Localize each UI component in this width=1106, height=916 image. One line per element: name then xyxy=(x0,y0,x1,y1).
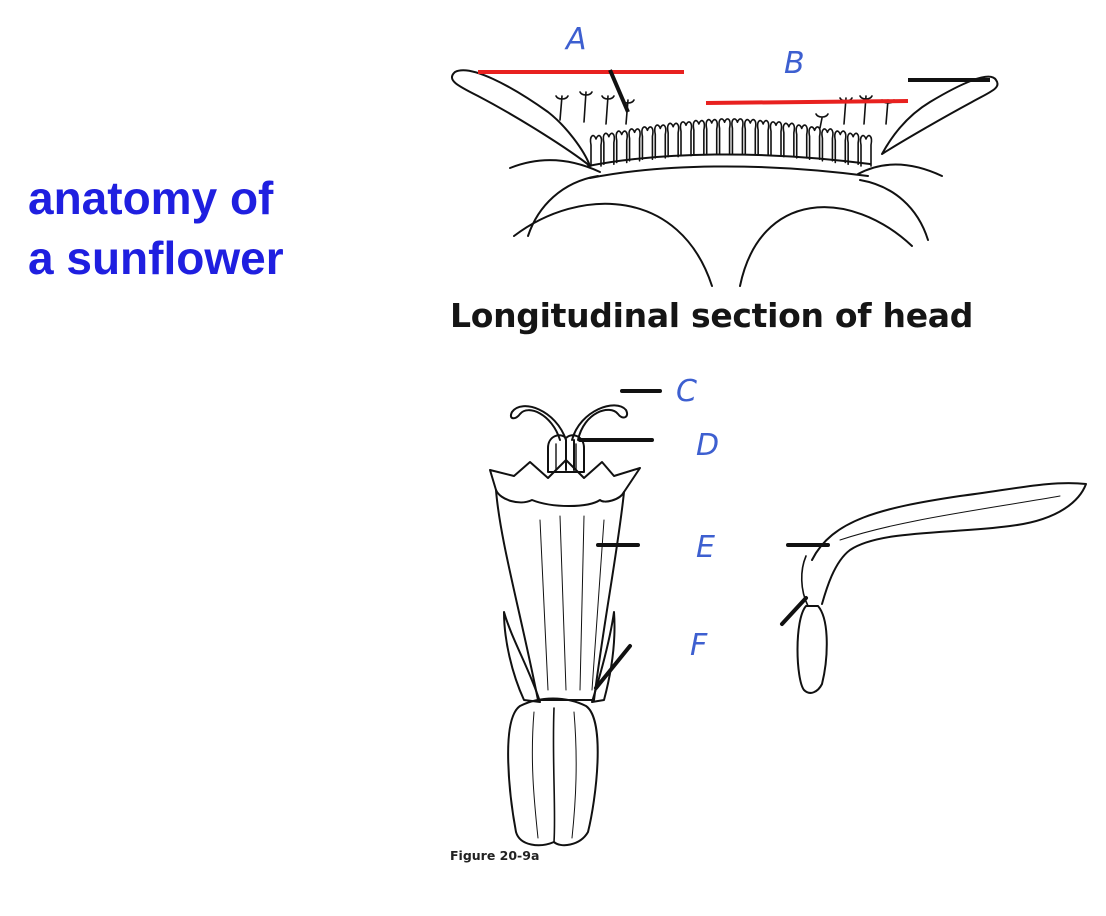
label-b: B xyxy=(784,46,805,81)
disc-floret-2 xyxy=(602,132,616,166)
disc-floret-1 xyxy=(589,134,603,167)
disc-floret-11 xyxy=(718,118,731,155)
disc-floret-9 xyxy=(692,119,706,156)
label-d: D xyxy=(696,428,720,463)
disc-floret-5 xyxy=(641,126,654,161)
disc-floret-22 xyxy=(859,134,873,167)
label-c: C xyxy=(676,374,697,409)
receptacle-inner xyxy=(589,165,869,179)
floret-leader-lines xyxy=(578,389,662,690)
disc-floret-16 xyxy=(782,122,796,158)
style xyxy=(565,439,575,471)
disc-floret-7 xyxy=(666,122,680,158)
leader-line-ray-f xyxy=(780,596,808,626)
disc-floret-14 xyxy=(756,119,770,156)
stigma-left-branch xyxy=(510,405,567,441)
right-bract-2 xyxy=(859,179,929,241)
disc-floret-13 xyxy=(744,118,757,156)
ray-ovary xyxy=(796,605,828,694)
left-bract-1 xyxy=(509,159,601,173)
disc-floret-20 xyxy=(834,130,847,164)
head-section-caption: Longitudinal section of head xyxy=(450,296,974,335)
disc-floret-12 xyxy=(731,118,744,155)
ray-floret-leader-lines xyxy=(780,543,830,626)
leader-line-b-highlight xyxy=(705,99,909,105)
label-a: A xyxy=(566,22,587,57)
disc-floret-drawing xyxy=(489,404,641,847)
disc-floret-18 xyxy=(808,126,821,161)
label-e: E xyxy=(696,530,715,565)
stem-right xyxy=(739,206,913,287)
leader-line-f xyxy=(594,644,632,690)
disc-floret-10 xyxy=(705,118,718,156)
disc-floret-17 xyxy=(795,124,808,159)
disc-floret-4 xyxy=(628,128,641,162)
ovary xyxy=(507,697,599,847)
anther-tube xyxy=(547,434,585,473)
corolla-lobes xyxy=(489,459,641,507)
figure-label: Figure 20-9a xyxy=(450,848,540,863)
stigma-right-branch xyxy=(571,404,628,441)
disc-floret-3 xyxy=(615,130,628,164)
head-leader-lines xyxy=(478,69,990,113)
disc-floret-21 xyxy=(846,132,860,166)
title-line-1: anatomy of xyxy=(28,172,274,224)
disc-floret-15 xyxy=(769,121,783,157)
disc-floret-8 xyxy=(679,121,693,157)
left-bract-2 xyxy=(527,175,599,237)
left-ray-petal xyxy=(451,69,591,167)
ray-ligule xyxy=(811,482,1087,605)
slide-title: anatomy of a sunflower xyxy=(28,168,408,288)
title-line-2: a sunflower xyxy=(28,232,284,284)
right-ray-petal xyxy=(881,75,999,155)
label-f: F xyxy=(690,628,708,663)
pappus-scale-right xyxy=(591,611,616,703)
disc-floret-6 xyxy=(654,124,667,159)
stem-left xyxy=(513,202,713,287)
right-bract-1 xyxy=(857,163,943,177)
ray-floret-drawing xyxy=(796,482,1087,694)
disc-florets xyxy=(589,118,873,167)
head-section-drawing xyxy=(451,69,999,287)
leader-line-a-pointer xyxy=(608,69,630,113)
disc-floret-19 xyxy=(821,128,834,162)
